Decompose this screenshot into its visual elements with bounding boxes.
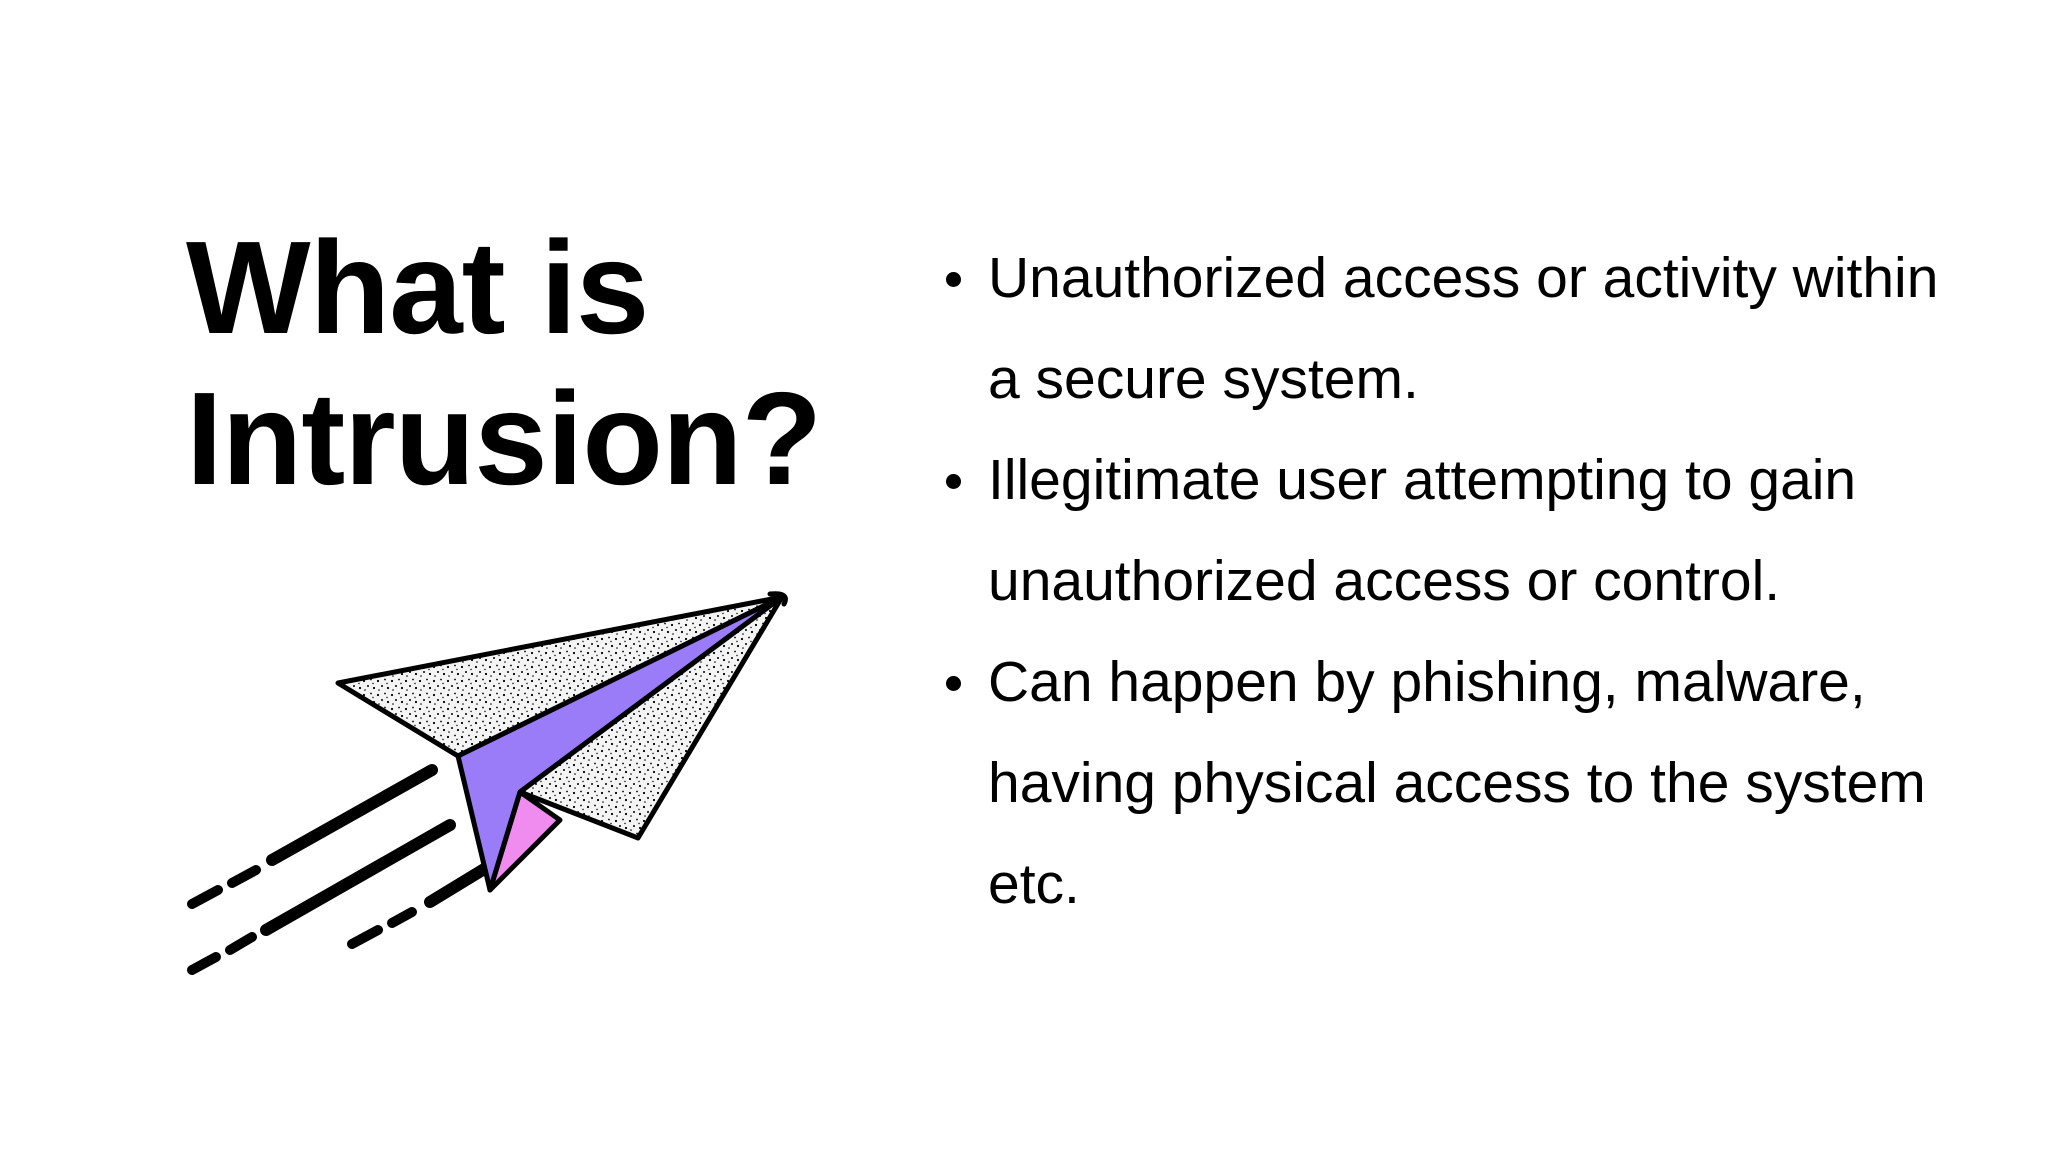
bullet-text: Can happen by phishing, malware, having … — [988, 650, 1926, 916]
paper-plane-icon — [187, 591, 788, 975]
plane-nose — [767, 591, 788, 607]
list-item: Illegitimate user attempting to gain una… — [940, 430, 1980, 632]
bullet-dot-icon — [946, 676, 961, 691]
title-line-1: What is — [186, 214, 649, 361]
bullet-dot-icon — [946, 474, 961, 489]
list-item: Unauthorized access or activity within a… — [940, 228, 1980, 430]
list-item: Can happen by phishing, malware, having … — [940, 632, 1980, 935]
page-title: What is Intrusion? — [186, 212, 866, 514]
plane-right-wing — [517, 594, 785, 841]
bullet-text: Illegitimate user attempting to gain una… — [988, 448, 1857, 613]
title-line-2: Intrusion? — [186, 365, 822, 512]
bullet-dot-icon — [946, 272, 961, 287]
bullet-list: Unauthorized access or activity within a… — [940, 228, 1980, 935]
bullet-text: Unauthorized access or activity within a… — [988, 246, 1939, 411]
